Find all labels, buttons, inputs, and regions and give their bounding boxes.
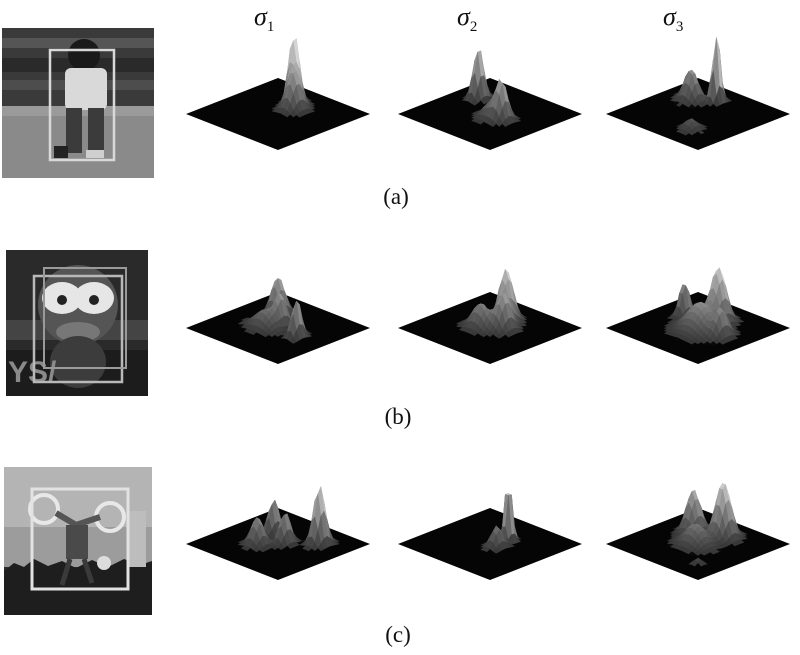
surface-peaks bbox=[455, 268, 528, 339]
surface-peaks bbox=[663, 267, 745, 346]
row-caption-a: (a) bbox=[383, 184, 409, 209]
thumbnail-cartoon-face: YS/ bbox=[6, 250, 148, 396]
surface-peaks bbox=[271, 38, 316, 118]
surface-plot-b-sigma-1 bbox=[178, 250, 378, 380]
surface-plot-a-sigma-3 bbox=[598, 36, 798, 166]
surface-plot-c-sigma-1 bbox=[178, 466, 378, 596]
column-label-sigma-1: σ1 bbox=[254, 2, 275, 36]
column-label-sigma-2: σ2 bbox=[457, 2, 478, 36]
surface-peaks bbox=[669, 37, 733, 136]
surface-peaks bbox=[237, 485, 340, 553]
surface-peaks bbox=[480, 493, 522, 554]
surface-plot-c-sigma-2 bbox=[390, 466, 590, 596]
surface-peaks bbox=[237, 277, 313, 344]
surface-plot-a-sigma-1 bbox=[178, 36, 378, 166]
surface-peaks bbox=[461, 50, 522, 128]
column-label-sigma-3: σ3 bbox=[663, 2, 684, 36]
surface-peaks bbox=[666, 482, 748, 567]
surface-plot-c-sigma-3 bbox=[598, 466, 798, 596]
thumbnail-motocross-jump bbox=[4, 467, 152, 615]
surface-plot-a-sigma-2 bbox=[390, 36, 590, 166]
row-caption-b: (b) bbox=[384, 404, 412, 429]
surface-plot-b-sigma-3 bbox=[598, 250, 798, 380]
svg-text:YS/: YS/ bbox=[8, 356, 57, 389]
surface-floor bbox=[186, 78, 370, 150]
surface-floor bbox=[606, 78, 790, 150]
surface-plot-b-sigma-2 bbox=[390, 250, 590, 380]
thumbnail-child-walking bbox=[2, 28, 154, 178]
row-caption-c: (c) bbox=[385, 622, 411, 647]
